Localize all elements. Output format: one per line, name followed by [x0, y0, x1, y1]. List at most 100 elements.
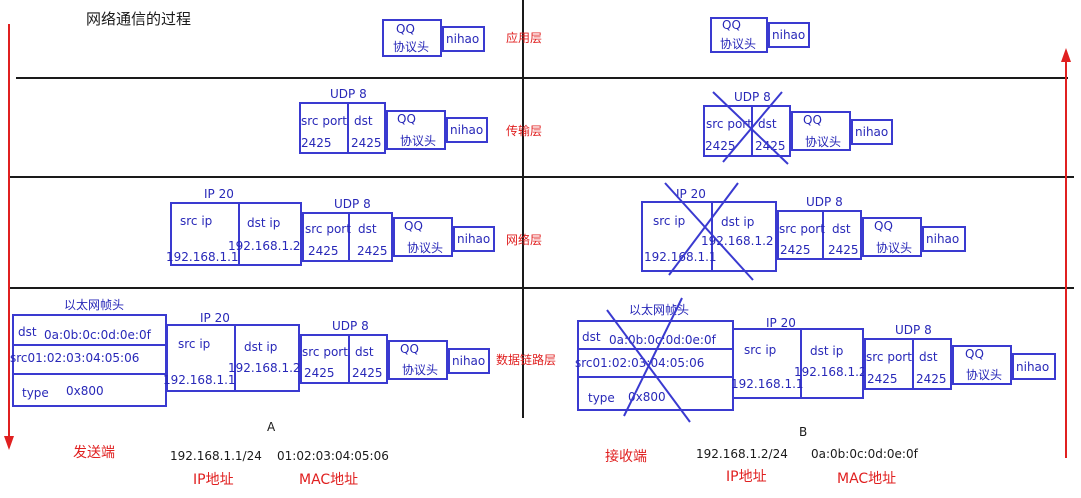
payload-label: nihao — [450, 123, 484, 137]
layer-label-network: 网络层 — [506, 233, 543, 247]
send-down-arrow — [4, 24, 14, 450]
payload-label: nihao — [855, 125, 889, 139]
dst-ip-value: 192.168.1.2 — [794, 365, 867, 379]
sender-dl-qq-header — [388, 340, 448, 380]
qq-label: QQ — [965, 347, 984, 361]
src-port-value: 2425 — [301, 136, 332, 150]
payload-label: nihao — [452, 354, 486, 368]
network-strip-cross — [664, 182, 754, 281]
dst-port-label: dst — [354, 114, 373, 128]
sender-app-payload — [442, 26, 485, 52]
udp-header-label: UDP 8 — [734, 90, 771, 104]
dst-port-label: dst — [758, 117, 777, 131]
sender-receiver-divider — [522, 0, 524, 418]
payload-label: nihao — [926, 232, 960, 246]
eth-src-mac-value: src01:02:03:04:05:06 — [10, 351, 140, 365]
eth-type-label: type — [588, 391, 615, 405]
eth-type-value: 0x800 — [628, 390, 666, 404]
receiver-net-qq-header — [862, 217, 922, 257]
ip-header-label: IP 20 — [676, 187, 706, 201]
eth-dst-label: dst — [18, 325, 37, 339]
src-port-value: 2425 — [780, 243, 811, 257]
receiver-app-qq-header — [710, 17, 768, 53]
dst-port-value: 2425 — [352, 366, 383, 380]
eth-type-label: type — [22, 386, 49, 400]
src-port-label: src port — [301, 114, 347, 128]
sender-dl-udp-src-port — [300, 334, 350, 384]
src-port-value: 2425 — [705, 139, 736, 153]
sender-dl-udp-dst-port — [348, 334, 388, 384]
payload-label: nihao — [446, 32, 480, 46]
receiver-net-payload — [922, 226, 966, 252]
receiver-dl-ip-src — [732, 328, 802, 399]
receiver-ip-dst — [711, 201, 777, 272]
ip-header-label: IP 20 — [766, 316, 796, 330]
layer-divider-transport-network — [8, 176, 1074, 178]
dst-port-value: 2425 — [351, 136, 382, 150]
sender-ip-address: 192.168.1.1/24 — [170, 449, 262, 463]
sender-transport-payload — [446, 117, 488, 143]
qq-label: QQ — [722, 18, 741, 32]
layer-label-transport: 传输层 — [506, 124, 543, 138]
qq-header-label: 协议头 — [966, 368, 1003, 382]
udp-header-label: UDP 8 — [806, 195, 843, 209]
qq-label: QQ — [803, 113, 822, 127]
qq-label: QQ — [397, 112, 416, 126]
dst-port-label: dst — [355, 345, 374, 359]
src-ip-label: src ip — [653, 214, 686, 228]
dst-ip-label: dst ip — [244, 340, 278, 354]
receiver-net-udp-src-port — [777, 210, 824, 260]
datalink-strip-cross — [606, 297, 691, 423]
qq-header-label: 协议头 — [407, 241, 444, 255]
src-port-label: src port — [779, 222, 825, 236]
receiver-mac-caption: MAC地址 — [837, 471, 897, 487]
sender-transport-qq-header — [386, 110, 446, 150]
transport-strip-cross — [712, 91, 789, 165]
diagram-title: 网络通信的过程 — [86, 10, 192, 28]
receive-up-arrow — [1061, 48, 1071, 458]
sender-dl-ip-dst — [234, 324, 300, 392]
receiver-mac-address: 0a:0b:0c:0d:0e:0f — [811, 447, 918, 461]
src-port-label: src port — [305, 222, 351, 236]
src-ip-value: 192.168.1.1 — [731, 377, 804, 391]
dst-ip-label: dst ip — [810, 344, 844, 358]
src-ip-value: 192.168.1.1 — [644, 250, 717, 264]
ip-header-label: IP 20 — [200, 311, 230, 325]
dst-ip-label: dst ip — [721, 215, 755, 229]
payload-label: nihao — [1016, 360, 1050, 374]
layer-divider-app-transport — [16, 77, 1068, 79]
qq-header-label: 协议头 — [720, 37, 757, 51]
dst-ip-value: 192.168.1.2 — [228, 361, 301, 375]
dst-ip-value: 192.168.1.2 — [701, 234, 774, 248]
sender-mac-caption: MAC地址 — [299, 472, 359, 488]
receiver-label: 接收端 — [605, 449, 647, 465]
qq-label: QQ — [404, 219, 423, 233]
dst-port-label: dst — [919, 350, 938, 364]
receiver-dl-ip-dst — [800, 328, 864, 399]
receiver-net-udp-dst-port — [822, 210, 862, 260]
qq-header-label: 协议头 — [805, 135, 842, 149]
eth-src-mac-value: src01:02:03:04:05:06 — [575, 356, 705, 370]
host-b-label: B — [799, 425, 808, 439]
qq-header-label: 协议头 — [400, 134, 437, 148]
src-port-label: src port — [706, 117, 752, 131]
dst-ip-value: 192.168.1.2 — [228, 239, 301, 253]
payload-label: nihao — [457, 232, 491, 246]
sender-label: 发送端 — [73, 445, 115, 461]
sender-udp-dst-port — [347, 102, 386, 154]
ethernet-header-label: 以太网帧头 — [64, 298, 125, 312]
eth-type-value: 0x800 — [66, 384, 104, 398]
layer-divider-network-datalink — [8, 287, 1074, 289]
src-port-label: src port — [302, 345, 348, 359]
dst-port-value: 2425 — [828, 243, 859, 257]
payload-label: nihao — [772, 28, 806, 42]
dst-port-label: dst — [832, 222, 851, 236]
src-port-value: 2425 — [867, 372, 898, 386]
udp-header-label: UDP 8 — [895, 323, 932, 337]
sender-net-payload — [453, 226, 495, 252]
receiver-transport-qq-header — [791, 111, 851, 151]
src-port-value: 2425 — [304, 366, 335, 380]
